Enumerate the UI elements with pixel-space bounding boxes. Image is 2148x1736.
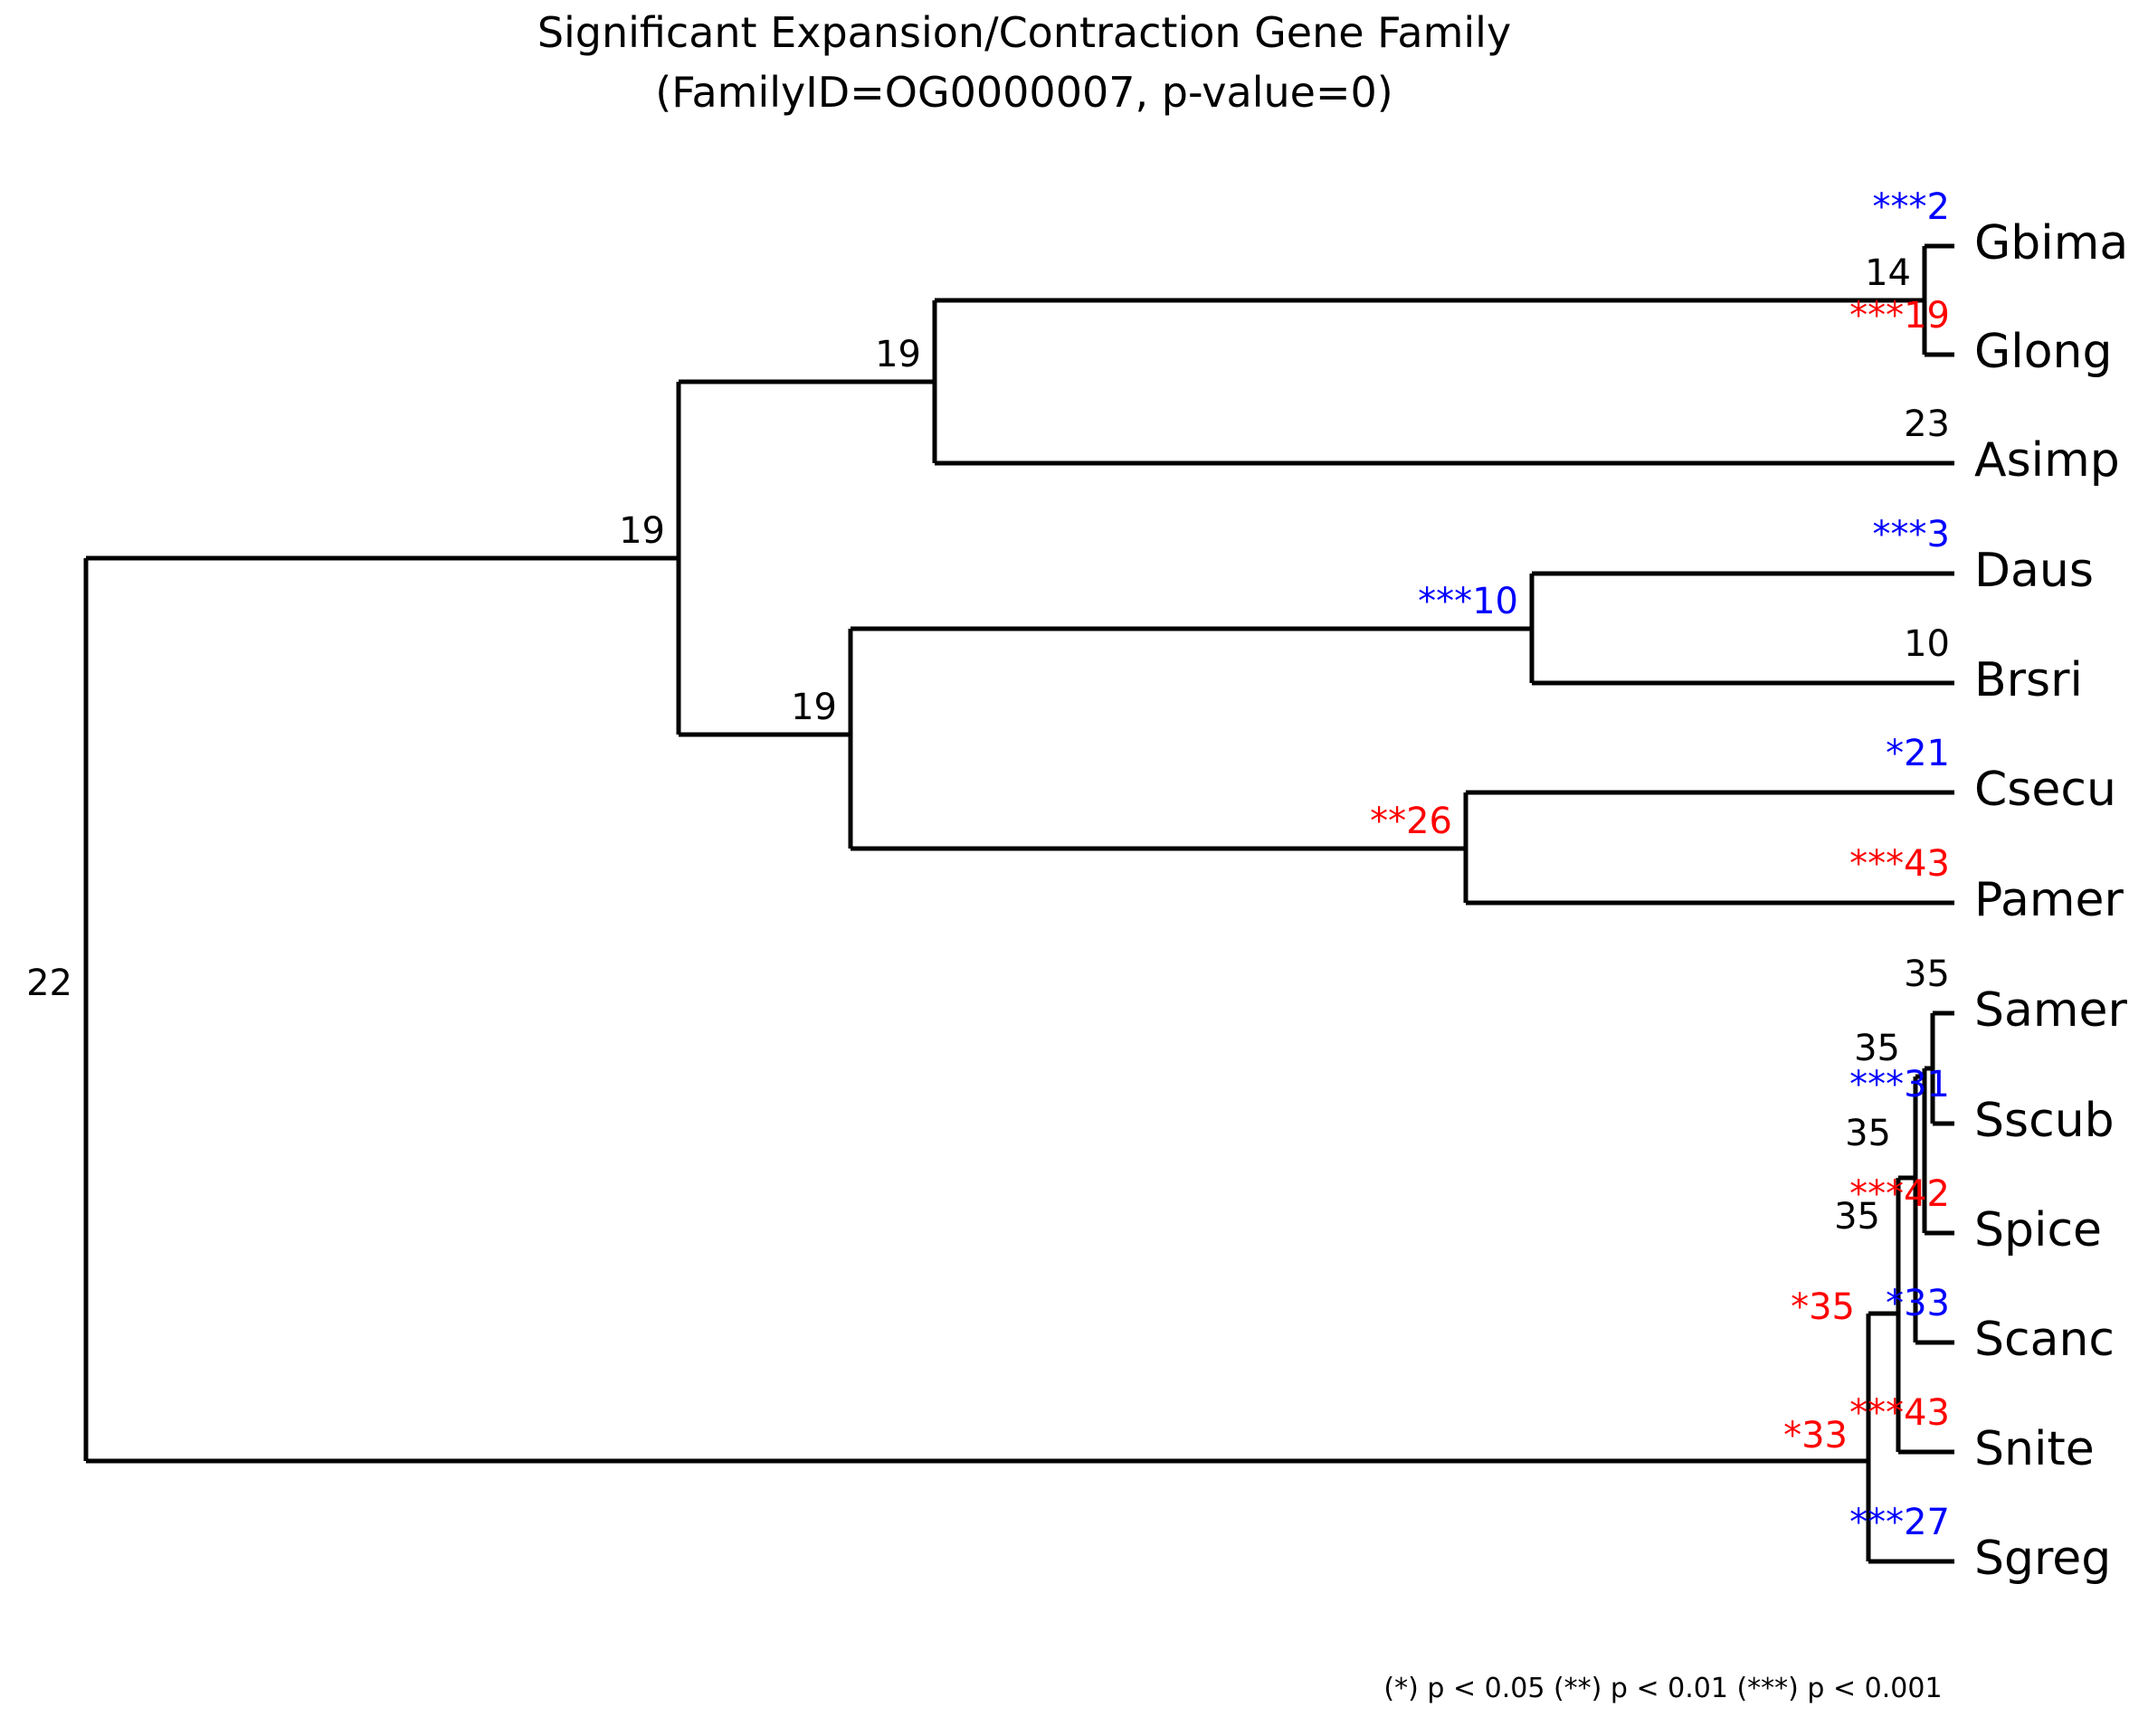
tip-count-asimp: 23: [1904, 403, 1950, 445]
tip-count-csecu: *21: [1886, 733, 1950, 774]
internal-node-annotations: 22 19 19 14 19 ***10 **26 35 35 35 *35 *…: [26, 252, 1911, 1456]
tip-count-snite: ***43: [1849, 1392, 1950, 1434]
tip-count-brsri: 10: [1904, 623, 1950, 665]
node-count-clade-sam-ssc-spi: 35: [1845, 1113, 1891, 1154]
tip-label-gbima: Gbima: [1974, 216, 2128, 270]
tip-count-pamer: ***43: [1849, 843, 1950, 885]
tip-count-samer: 35: [1904, 953, 1950, 995]
tip-labels: Gbima Glong Asimp Daus Brsri Csecu Pamer…: [1974, 216, 2128, 1586]
node-count-root: 22: [26, 963, 72, 1004]
tip-count-annotations: ***2 ***19 23 ***3 10 *21 ***43 35 ***31…: [1849, 186, 1950, 1543]
tip-count-sgreg: ***27: [1849, 1502, 1950, 1543]
tip-label-sgreg: Sgreg: [1974, 1532, 2111, 1586]
node-count-clade-lower: *33: [1783, 1415, 1848, 1456]
tip-count-sscub: ***31: [1849, 1064, 1950, 1105]
tip-label-scanc: Scanc: [1974, 1313, 2115, 1367]
tip-count-glong: ***19: [1849, 295, 1950, 337]
figure-title-line2: (FamilyID=OG0000007, p-value=0): [655, 68, 1392, 117]
node-count-clade-daus-brsri: ***10: [1418, 581, 1518, 622]
node-count-clade-gga: 19: [875, 334, 921, 375]
tree-branches: [83, 243, 1954, 1564]
tip-label-asimp: Asimp: [1974, 433, 2120, 488]
tip-label-sscub: Sscub: [1974, 1094, 2115, 1148]
node-count-clade-dbcp: 19: [791, 687, 837, 728]
significance-legend: (*) p < 0.05 (**) p < 0.01 (***) p < 0.0…: [1383, 1673, 1942, 1704]
tip-label-snite: Snite: [1974, 1422, 2095, 1476]
figure-title-line1: Significant Expansion/Contraction Gene F…: [537, 8, 1511, 57]
node-count-clade-csecu-pamer: **26: [1370, 801, 1452, 842]
node-count-clade-gbima-glong: 14: [1865, 252, 1911, 294]
tip-label-csecu: Csecu: [1974, 763, 2116, 817]
tip-label-daus: Daus: [1974, 544, 2094, 598]
tip-count-spice: ***42: [1849, 1173, 1950, 1215]
tip-count-scanc: *33: [1886, 1283, 1950, 1324]
tip-count-daus: ***3: [1873, 514, 1950, 555]
node-count-clade-upper: 19: [619, 510, 665, 552]
node-count-clade-plus-scanc: 35: [1834, 1196, 1880, 1238]
node-count-clade-samer-sscub: 35: [1854, 1028, 1900, 1069]
node-count-clade-plus-snite: *35: [1791, 1286, 1855, 1328]
tip-label-spice: Spice: [1974, 1203, 2102, 1257]
tip-label-samer: Samer: [1974, 983, 2128, 1038]
tip-label-brsri: Brsri: [1974, 653, 2083, 707]
tip-count-gbima: ***2: [1873, 186, 1950, 228]
tip-label-glong: Glong: [1974, 325, 2113, 379]
tip-label-pamer: Pamer: [1974, 873, 2124, 927]
